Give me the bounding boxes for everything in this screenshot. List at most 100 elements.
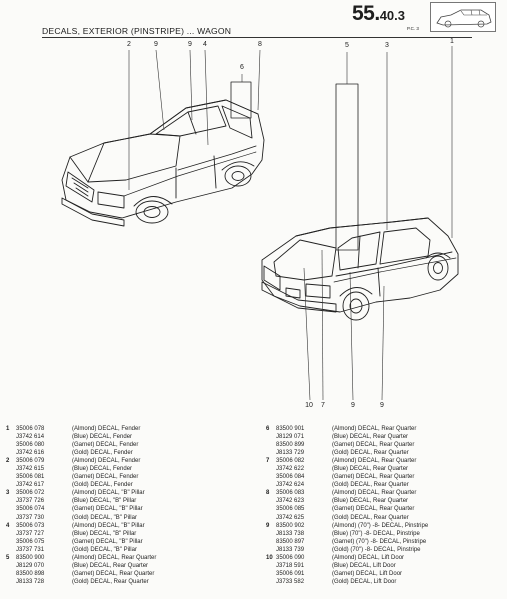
decal-illustration [61,46,459,401]
part-number: J8133 728 [16,578,45,585]
part-description: (Gold) (70") -8- DECAL, Pinstripe [332,546,421,553]
item-number: 7 [266,458,270,465]
front-wagon-drawing [61,99,265,227]
part-description: (Blue) DECAL, Fender [72,466,133,473]
part-number: 83500 902 [276,522,305,529]
part-description: (Garnet) DECAL, Fender [72,442,139,449]
part-description: (Garnet) DECAL, Lift Door [332,570,403,577]
part-number: 35006 082 [276,458,305,465]
page-title: DECALS, EXTERIOR (PINSTRIPE) ... WAGON [42,26,232,36]
part-description: (Garnet) DECAL, "B" Pillar [72,538,143,545]
part-description: (Blue) DECAL, Rear Quarter [332,498,409,505]
page-number-sub: 3 [397,8,406,23]
vehicle-thumbnail-icon [436,9,492,28]
part-number: J3737 730 [16,514,45,521]
item-number: 3 [6,490,10,497]
part-number: J3737 731 [16,546,45,553]
part-description: (Almond) (70") -8- DECAL, Pinstripe [332,522,429,529]
callout-9: 9 [188,41,192,48]
part-number: J8133 738 [276,530,305,537]
part-number: 35006 073 [16,522,45,529]
part-number: 83500 901 [276,426,305,432]
part-number: J3742 625 [276,514,305,521]
part-number: 35006 084 [276,474,305,481]
part-number: J3733 582 [276,578,305,585]
part-description: (Garnet) DECAL, Fender [72,474,139,481]
callout-3: 3 [385,42,389,49]
item-number: 6 [266,426,270,432]
part-number: J3737 727 [16,530,45,537]
part-description: (Gold) DECAL, Lift Door [332,578,397,585]
part-description: (Blue) DECAL, Lift Door [332,562,396,569]
part-number: 83500 897 [276,538,305,545]
part-description: (Blue) DECAL, Rear Quarter [72,562,149,569]
part-description: (Almond) DECAL, Rear Quarter [332,490,417,497]
page-number-minor: 40. [379,8,398,23]
callout-2: 2 [127,41,131,48]
callout-10: 10 [305,402,313,409]
part-number: 35006 081 [16,474,45,481]
part-number: 35006 079 [16,458,45,465]
part-number: J8133 729 [276,450,305,457]
page-number: 55.40.3 [352,2,405,26]
part-description: (Blue) DECAL, Rear Quarter [332,466,409,473]
part-number: 83500 899 [276,442,305,449]
part-number: 83500 898 [16,570,45,577]
item-number: 10 [266,554,273,561]
callout-9: 9 [351,402,355,409]
part-number: 35006 078 [16,426,45,432]
rear-wagon-drawing [261,217,459,321]
part-description: (Garnet) DECAL, Rear Quarter [332,442,415,449]
rear-quarter-decal-detail [335,83,359,251]
part-description: (Blue) DECAL, Fender [72,434,133,441]
part-description: (Gold) DECAL, Fender [72,450,133,457]
page-reference: P.C. 3 [407,26,419,31]
part-number: J3742 622 [276,466,305,473]
part-description: (Garnet) (70") -8- DECAL, Pinstripe [332,538,427,545]
part-description: (Almond) DECAL, "B" Pillar [72,490,145,497]
callout-5: 5 [345,42,349,49]
callout-9: 9 [154,41,158,48]
part-number: 35006 075 [16,538,45,545]
item-number: 5 [6,554,10,561]
item-number: 1 [6,426,10,432]
part-number: J8133 739 [276,546,305,553]
part-description: (Almond) DECAL, "B" Pillar [72,522,145,529]
part-description: (Almond) DECAL, Fender [72,426,141,432]
callout-6: 6 [240,64,244,71]
title-rule [42,37,472,38]
part-number: 35006 085 [276,506,305,513]
part-description: (Almond) DECAL, Rear Quarter [332,426,417,432]
part-description: (Almond) DECAL, Rear Quarter [332,458,417,465]
callout-8: 8 [258,41,262,48]
part-description: (Gold) DECAL, Rear Quarter [72,578,149,585]
part-description: (Gold) DECAL, Rear Quarter [332,450,409,457]
part-description: (Blue) DECAL, "B" Pillar [72,498,137,505]
part-description: (Gold) DECAL, Fender [72,482,133,489]
part-number: 35006 083 [276,490,305,497]
part-number: 35006 091 [276,570,305,577]
part-description: (Blue) DECAL, Rear Quarter [332,434,409,441]
part-number: 35006 080 [16,442,45,449]
part-description: (Almond) DECAL, Rear Quarter [72,554,157,561]
callout-4: 4 [203,41,207,48]
part-number: 83500 900 [16,554,45,561]
b-pillar-decal-detail [230,81,252,119]
part-description: (Garnet) DECAL, Rear Quarter [332,474,415,481]
part-number: J8129 071 [276,434,305,441]
vehicle-thumbnail [430,2,496,32]
part-number: J3742 623 [276,498,305,505]
part-number: 35006 074 [16,506,45,513]
part-number: J3737 726 [16,498,45,505]
part-number: J8129 070 [16,562,45,569]
part-description: (Blue) DECAL, "B" Pillar [72,530,137,537]
part-description: (Blue) (70") -8- DECAL, Pinstripe [332,530,420,537]
part-number: J3718 591 [276,562,305,569]
part-description: (Almond) DECAL, Fender [72,458,141,465]
part-number: J3742 615 [16,466,45,473]
part-number: J3742 624 [276,482,305,489]
page-number-major: 55. [352,2,380,25]
part-description: (Gold) DECAL, "B" Pillar [72,514,137,521]
part-number: J3742 616 [16,450,45,457]
